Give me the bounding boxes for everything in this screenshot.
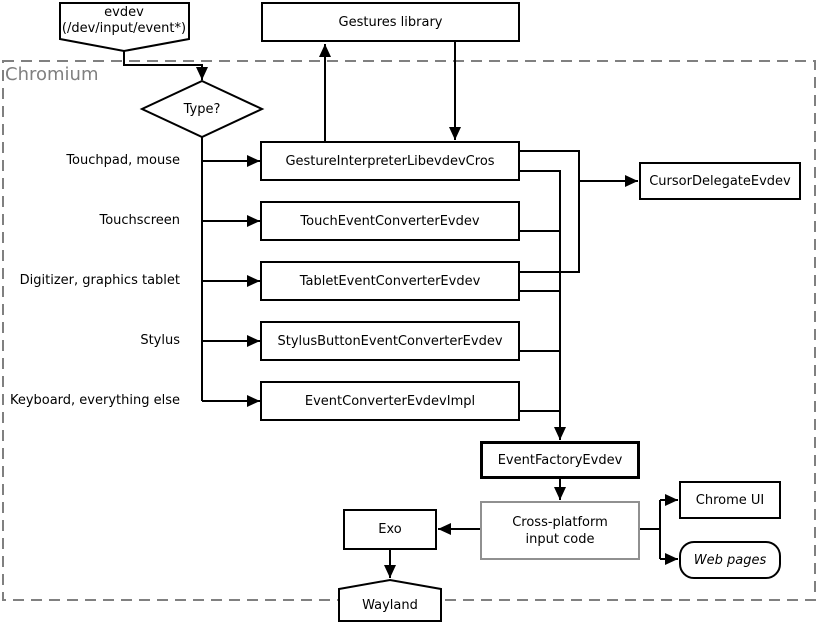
event-converter-impl-node: EventConverterEvdevImpl (260, 381, 520, 421)
web-pages-node: Web pages (679, 541, 781, 579)
gesture-interpreter-node: GestureInterpreterLibevdevCros (260, 141, 520, 181)
chromium-container-label: Chromium (5, 64, 99, 85)
evdev-shape (59, 2, 190, 53)
evdev-label-line1: evdev (104, 5, 144, 20)
edge-crossplatform-bracket (640, 500, 661, 559)
input-label-digitizer-tablet: Digitizer, graphics tablet (19, 273, 180, 288)
input-label-keyboard-everything-else: Keyboard, everything else (9, 393, 180, 408)
wayland-label: Wayland (362, 598, 418, 613)
event-factory-node: EventFactoryEvdev (480, 441, 640, 479)
input-label-touchscreen: Touchscreen (99, 213, 180, 228)
cross-platform-node: Cross-platform input code (480, 501, 640, 560)
type-decision-label: Type? (183, 102, 221, 117)
gestures-library-node: Gestures library (261, 2, 520, 42)
tablet-converter-node: TabletEventConverterEvdev (260, 261, 520, 301)
wayland-shape (338, 578, 442, 622)
edge-evdev-to-type (123, 51, 208, 80)
chrome-ui-node: Chrome UI (679, 481, 781, 519)
evdev-node: evdev (/dev/input/event*) (54, 5, 194, 37)
edge-factory-trunk (520, 170, 566, 440)
stylus-converter-node: StylusButtonEventConverterEvdev (260, 321, 520, 361)
input-label-stylus: Stylus (140, 333, 180, 348)
touch-converter-node: TouchEventConverterEvdev (260, 201, 520, 241)
evdev-label-line2: (/dev/input/event*) (61, 21, 187, 36)
exo-node: Exo (343, 509, 437, 550)
cross-platform-line2: input code (525, 531, 595, 547)
cross-platform-line1: Cross-platform (512, 514, 608, 530)
input-label-touchpad-mouse: Touchpad, mouse (66, 153, 180, 168)
cursor-delegate-node: CursorDelegateEvdev (639, 162, 801, 200)
edge-cursor-trunk (520, 150, 580, 273)
